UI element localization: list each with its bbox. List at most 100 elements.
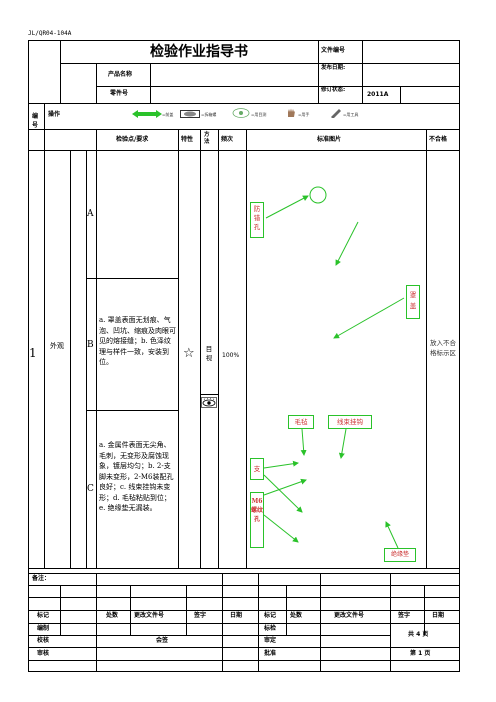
frequency-value: 100% xyxy=(222,352,240,359)
arrow-thread-2 xyxy=(263,514,299,543)
legend-item-3: =用目测 xyxy=(251,112,267,117)
footer-header-change-doc: 更改文件号 xyxy=(134,612,165,619)
label-felt: 毛毡 xyxy=(288,415,314,429)
rule xyxy=(28,635,390,636)
footer-header-count: 处数 xyxy=(106,612,119,619)
rule xyxy=(44,103,45,150)
hole-highlight-circle xyxy=(309,186,327,204)
legend-item-4: =用手 xyxy=(298,112,310,117)
item-number: 1 xyxy=(29,346,37,360)
method-value: 目视 xyxy=(205,345,213,362)
doc-no-label: 文件编号 xyxy=(321,47,346,54)
form-frame xyxy=(28,40,460,672)
eye-icon xyxy=(201,397,217,408)
rule xyxy=(320,573,321,672)
rule xyxy=(96,150,97,568)
footer-header-change-doc-2: 更改文件号 xyxy=(334,612,365,619)
rule xyxy=(28,623,460,624)
rule xyxy=(246,129,247,568)
footer-proofread: 校核 xyxy=(37,637,50,644)
tool-legend-icon xyxy=(331,109,341,118)
footer-header-mark: 标记 xyxy=(37,612,50,619)
col-method: 方法 xyxy=(204,132,210,145)
footer-total-pages: 共 4 页 xyxy=(408,631,429,638)
remarks-label: 备注： xyxy=(32,575,51,582)
rule xyxy=(28,573,460,574)
col-nonconforming: 不合格 xyxy=(429,136,448,143)
rule xyxy=(28,610,460,611)
legend-item-2: =拆箱螺 xyxy=(201,112,217,117)
rule xyxy=(86,410,178,411)
col-characteristic: 特性 xyxy=(181,136,194,143)
key-characteristic-star-icon: ☆ xyxy=(183,346,195,361)
rule xyxy=(86,150,87,568)
rule xyxy=(70,150,71,568)
product-name-label: 产品名称 xyxy=(108,71,133,78)
rule xyxy=(28,129,460,130)
rule xyxy=(178,129,179,568)
release-date-label: 发布日期: xyxy=(321,65,346,71)
row-letter-c: C xyxy=(87,484,94,494)
requirement-c: a. 金属件表面无尖角、毛刺，无变形及腐蚀现象，镀层均匀；b. 2-支脚未变形，… xyxy=(99,441,174,512)
label-anti-error-hole: 防错孔 xyxy=(250,202,264,238)
rule xyxy=(60,585,61,635)
footer-approved: 批准 xyxy=(264,650,277,657)
document-code: JL/QR04-104A xyxy=(28,30,72,37)
rule xyxy=(218,129,219,568)
page-title: 检验作业指导书 xyxy=(150,44,248,60)
footer-standardized: 标检 xyxy=(264,625,277,632)
screw-legend-icon xyxy=(180,110,200,118)
rule xyxy=(362,40,363,104)
arrow-hole xyxy=(265,195,309,219)
rule xyxy=(28,647,460,648)
eye-legend-icon xyxy=(232,108,250,118)
rule xyxy=(86,278,178,279)
hand-legend-icon xyxy=(288,108,295,117)
row-letter-b: B xyxy=(87,340,94,350)
rule xyxy=(28,660,460,661)
rule xyxy=(28,568,460,569)
rule xyxy=(318,40,319,104)
rule xyxy=(96,573,97,672)
footer-header-date: 日期 xyxy=(230,612,243,619)
item-name: 外观 xyxy=(50,342,64,350)
footer-prepared: 编制 xyxy=(37,625,50,632)
arrow-lower-a xyxy=(335,221,359,266)
arrow-cover xyxy=(333,297,405,339)
rule xyxy=(200,394,218,395)
rule xyxy=(258,573,259,672)
arrow-hook xyxy=(338,428,347,459)
rule xyxy=(96,63,97,104)
legend-item-1: =前盖 xyxy=(162,112,174,117)
col-frequency: 频次 xyxy=(221,136,234,143)
revision-value: 2011A xyxy=(367,91,389,98)
rule xyxy=(200,129,201,568)
arrow-felt xyxy=(300,428,307,456)
footer-approved-check: 审定 xyxy=(264,637,277,644)
label-support: 支 xyxy=(250,458,264,480)
legend-item-5: =用工具 xyxy=(343,112,359,117)
col-standard-picture: 标准图片 xyxy=(317,136,342,143)
rule xyxy=(28,150,460,151)
rule xyxy=(390,573,391,672)
arrow-pad xyxy=(385,521,399,549)
rule xyxy=(426,129,427,568)
footer-header-sign-2: 签字 xyxy=(398,612,411,619)
label-insulation-pad: 绝缘垫 xyxy=(384,548,416,562)
nonconforming-action: 放入不合格标示区 xyxy=(430,339,456,357)
rule xyxy=(28,585,460,586)
rule xyxy=(28,103,460,104)
rule xyxy=(60,40,61,104)
footer-countersign: 会签 xyxy=(156,637,169,644)
rule xyxy=(424,585,425,635)
footer-header-count-2: 处数 xyxy=(290,612,303,619)
rule xyxy=(96,129,97,150)
arrow-thread-1 xyxy=(263,478,307,496)
label-m6-thread-hole: M6螺纹孔 xyxy=(250,492,264,548)
rule xyxy=(150,63,151,104)
footer-reviewed: 审核 xyxy=(37,650,50,657)
rule xyxy=(44,150,45,568)
operation-label: 操作 xyxy=(48,111,61,118)
requirement-b: a. 罩盖表面无划痕、气泡、凹坑、缩痕及肉眼可见的熔接缝；b. 色泽纹理与样件一… xyxy=(99,316,176,366)
col-checkpoint: 检验点/要求 xyxy=(116,136,149,143)
